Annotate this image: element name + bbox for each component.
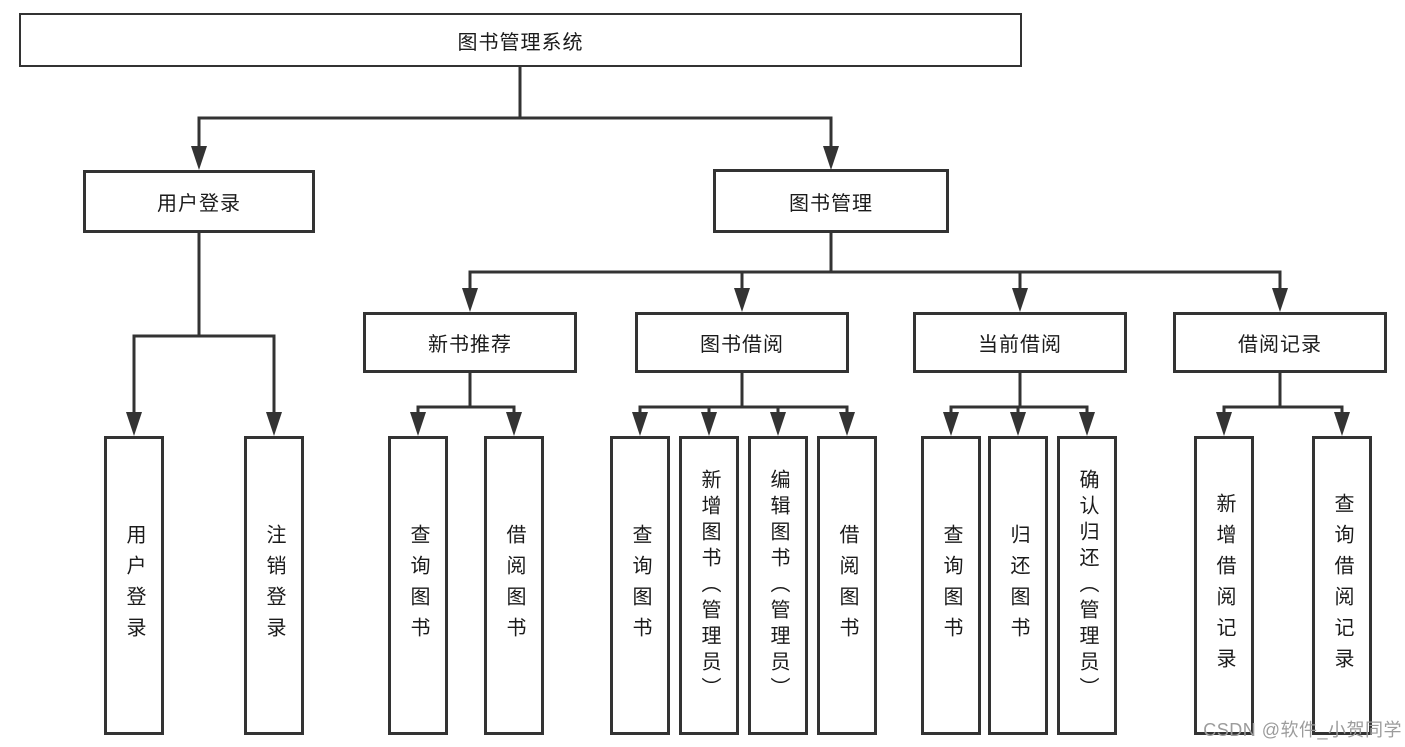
leaf-query-books-recommend: 查询图书 xyxy=(388,436,448,735)
connector-new-book-group xyxy=(410,373,522,436)
leaf-label: 查询图书 xyxy=(407,523,429,648)
arrow-down-icon xyxy=(191,146,207,170)
node-library-system: 图书管理系统 xyxy=(19,13,1022,67)
node-label: 新书推荐 xyxy=(428,334,512,356)
node-book-borrow: 图书借阅 xyxy=(635,312,849,373)
arrow-down-icon xyxy=(1334,412,1350,436)
leaf-query-books-current: 查询图书 xyxy=(921,436,981,735)
leaf-confirm-return-admin: 确认归还（管理员） xyxy=(1057,436,1117,735)
arrow-down-icon xyxy=(1216,412,1232,436)
arrow-down-icon xyxy=(1272,288,1288,312)
node-label: 用户登录 xyxy=(157,193,241,215)
connector-borrow-record-group xyxy=(1216,373,1350,436)
connector-user-login-group xyxy=(126,233,282,436)
leaf-add-borrow-record: 新增借阅记录 xyxy=(1194,436,1254,735)
arrow-down-icon xyxy=(266,412,282,436)
arrow-down-icon xyxy=(1012,288,1028,312)
node-label: 图书管理系统 xyxy=(457,31,584,54)
leaf-label: 用户登录 xyxy=(123,523,145,648)
leaf-label: 查询借阅记录 xyxy=(1331,492,1353,679)
node-current-borrow: 当前借阅 xyxy=(913,312,1127,373)
leaf-label: 注销登录 xyxy=(263,523,285,648)
arrow-down-icon xyxy=(1079,412,1095,436)
arrow-down-icon xyxy=(839,412,855,436)
leaf-label: 借阅图书 xyxy=(836,523,858,648)
connector-current-borrow-group xyxy=(943,373,1095,436)
leaf-label: 查询图书 xyxy=(940,523,962,648)
leaf-label: 新增借阅记录 xyxy=(1213,492,1235,679)
arrow-down-icon xyxy=(734,288,750,312)
leaf-label: 借阅图书 xyxy=(503,523,525,648)
arrow-down-icon xyxy=(943,412,959,436)
node-borrow-record: 借阅记录 xyxy=(1173,312,1387,373)
node-label: 借阅记录 xyxy=(1238,334,1322,356)
connector-book-borrow-group xyxy=(632,373,855,436)
leaf-logout: 注销登录 xyxy=(244,436,304,735)
arrow-down-icon xyxy=(1010,412,1026,436)
leaf-return-book: 归还图书 xyxy=(988,436,1048,735)
leaf-user-login: 用户登录 xyxy=(104,436,164,735)
leaf-label: 确认归还（管理员） xyxy=(1076,468,1098,703)
arrow-down-icon xyxy=(410,412,426,436)
leaf-borrow-books: 借阅图书 xyxy=(817,436,877,735)
node-label: 当前借阅 xyxy=(978,334,1062,356)
arrow-down-icon xyxy=(770,412,786,436)
leaf-query-books-borrow: 查询图书 xyxy=(610,436,670,735)
leaf-label: 归还图书 xyxy=(1007,523,1029,648)
arrow-down-icon xyxy=(701,412,717,436)
leaf-label: 新增图书（管理员） xyxy=(698,468,720,703)
node-book-management: 图书管理 xyxy=(713,169,949,233)
arrow-down-icon xyxy=(506,412,522,436)
leaf-add-book-admin: 新增图书（管理员） xyxy=(679,436,739,735)
node-new-book-recommend: 新书推荐 xyxy=(363,312,577,373)
arrow-down-icon xyxy=(126,412,142,436)
leaf-edit-book-admin: 编辑图书（管理员） xyxy=(748,436,808,735)
leaf-label: 查询图书 xyxy=(629,523,651,648)
leaf-query-borrow-record: 查询借阅记录 xyxy=(1312,436,1372,735)
arrow-down-icon xyxy=(462,288,478,312)
arrow-down-icon xyxy=(632,412,648,436)
connector-root-to-level1 xyxy=(191,67,839,170)
node-label: 图书管理 xyxy=(789,192,873,215)
node-label: 图书借阅 xyxy=(700,334,784,356)
leaf-label: 编辑图书（管理员） xyxy=(767,468,789,703)
arrow-down-icon xyxy=(823,146,839,170)
leaf-borrow-books-recommend: 借阅图书 xyxy=(484,436,544,735)
node-user-login: 用户登录 xyxy=(83,170,315,233)
connector-book-management-to-level2 xyxy=(462,233,1288,312)
watermark: CSDN @软件_小贺同学 xyxy=(1203,720,1402,740)
